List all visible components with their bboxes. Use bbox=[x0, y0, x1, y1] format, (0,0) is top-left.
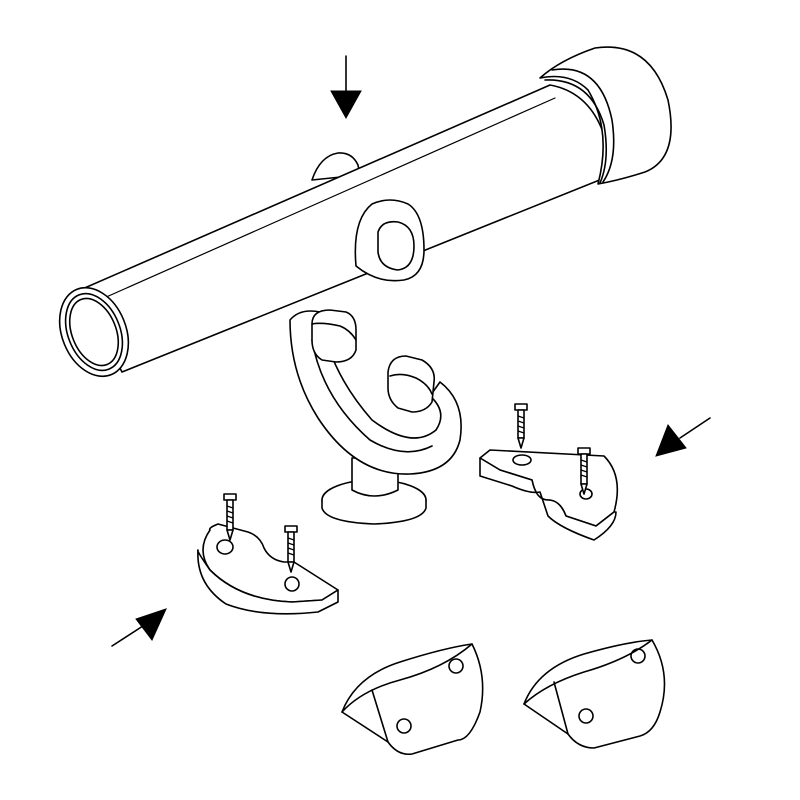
plate-edge bbox=[479, 457, 617, 541]
saddle-clip-right bbox=[523, 639, 666, 749]
bolt-icon bbox=[577, 447, 591, 495]
bolt-icon bbox=[284, 525, 298, 573]
telescope-tube bbox=[58, 46, 672, 378]
bolt-icon bbox=[514, 403, 528, 449]
arrow-down-left bbox=[655, 417, 711, 457]
arrow-down bbox=[330, 55, 362, 120]
plate-edge bbox=[196, 549, 339, 615]
base-plate-left bbox=[196, 493, 339, 615]
lens-opening bbox=[58, 286, 130, 378]
base-plate-right bbox=[479, 403, 619, 541]
tube-highlight bbox=[94, 97, 556, 303]
arrow-up-right bbox=[111, 608, 167, 647]
eyepiece-cap bbox=[539, 46, 672, 185]
y-bracket-mount bbox=[289, 309, 462, 525]
saddle-clip-left bbox=[341, 643, 484, 756]
pivot-knob bbox=[354, 199, 425, 282]
bolt-icon bbox=[223, 493, 237, 541]
